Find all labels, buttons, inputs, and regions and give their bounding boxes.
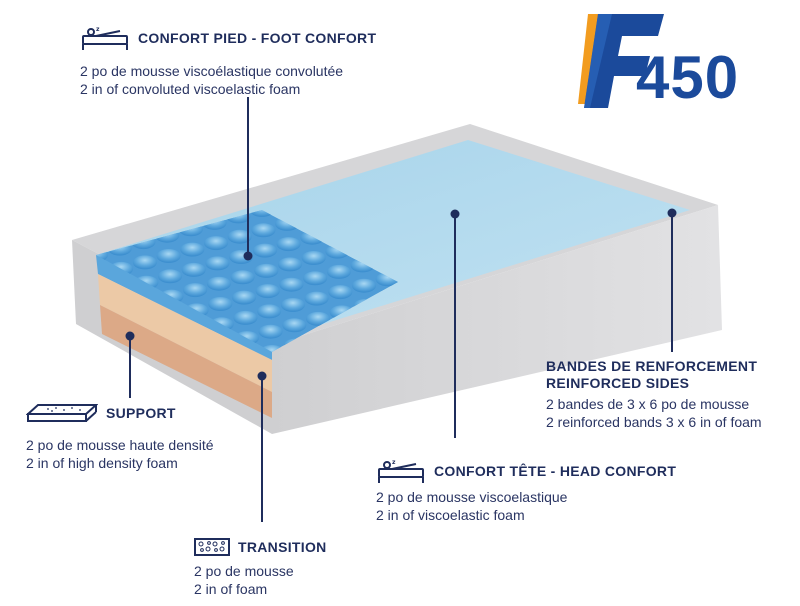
callout-transition-line-en: 2 in of foam bbox=[194, 581, 268, 597]
callout-foot-title: CONFORT PIED - FOOT CONFORT bbox=[138, 30, 377, 46]
foam-bump bbox=[181, 262, 206, 277]
callout-transition-line-fr: 2 po de mousse bbox=[194, 563, 294, 579]
foam-bump bbox=[158, 269, 182, 284]
foam-bump bbox=[227, 229, 252, 244]
callout-dot-foot bbox=[243, 251, 253, 261]
transition-layer bbox=[98, 274, 272, 392]
callout-foot-line-fr: 2 po de mousse viscoélastique convolutée bbox=[80, 63, 344, 79]
callout-dot-support bbox=[125, 331, 135, 341]
foam-bump bbox=[232, 290, 256, 305]
foam-bump bbox=[132, 255, 157, 270]
brand-logo bbox=[578, 14, 778, 114]
svg-text:z: z bbox=[392, 459, 396, 466]
callout-support-title: SUPPORT bbox=[106, 405, 176, 421]
foam-bump bbox=[208, 297, 233, 311]
callout-head-line-fr: 2 po de mousse viscoelastique bbox=[376, 489, 568, 505]
callout-support-line-fr: 2 po de mousse haute densité bbox=[26, 437, 214, 453]
callout-sides-line-en: 2 reinforced bands 3 x 6 in of foam bbox=[546, 414, 762, 430]
foam-bump bbox=[276, 237, 301, 252]
foam-bump bbox=[206, 276, 231, 291]
model-number: 450 bbox=[636, 44, 740, 111]
bed-icon: z bbox=[378, 459, 424, 483]
callout-foot-comfort: z CONFORT PIED - FOOT CONFORT 2 po de mo… bbox=[80, 25, 376, 98]
foam-bump bbox=[251, 223, 276, 238]
foam-bump bbox=[282, 318, 307, 333]
svg-text:z: z bbox=[96, 26, 100, 33]
f-letter-logo bbox=[578, 14, 664, 108]
foam-bump bbox=[279, 277, 304, 292]
foam-bump bbox=[156, 249, 181, 263]
callout-head-line-en: 2 in of viscoelastic foam bbox=[376, 507, 525, 523]
foam-bump bbox=[258, 324, 283, 339]
foam-bump bbox=[180, 242, 205, 257]
callout-head-title: CONFORT TÊTE - HEAD CONFORT bbox=[434, 463, 677, 479]
foam-bump bbox=[204, 236, 228, 251]
mattress-right-side bbox=[272, 205, 722, 434]
foam-bump bbox=[260, 345, 284, 352]
foam-bump bbox=[230, 270, 255, 285]
callout-sides-title-fr: BANDES DE RENFORCEMENT bbox=[546, 358, 758, 374]
convoluted-foam-edge bbox=[96, 255, 272, 360]
foam-bump bbox=[280, 298, 305, 312]
foam-bump bbox=[278, 257, 302, 272]
foam-bump bbox=[205, 256, 230, 271]
foam-block-icon bbox=[26, 404, 98, 422]
foam-bump bbox=[255, 284, 280, 299]
callout-reinforced-sides: BANDES DE RENFORCEMENT REINFORCED SIDES … bbox=[546, 358, 762, 431]
callout-dot-sides bbox=[667, 208, 677, 218]
foam-bump bbox=[252, 243, 277, 258]
foam-bump bbox=[304, 291, 329, 306]
callout-sides-line-fr: 2 bandes de 3 x 6 po de mousse bbox=[546, 396, 750, 412]
callout-sides-title-en: REINFORCED SIDES bbox=[546, 375, 690, 391]
callout-head-comfort: z CONFORT TÊTE - HEAD CONFORT 2 po de mo… bbox=[376, 458, 676, 524]
callout-dot-transition bbox=[257, 371, 267, 381]
callout-transition: TRANSITION 2 po de mousse 2 in of foam bbox=[194, 538, 327, 598]
callout-dot-head bbox=[450, 209, 460, 219]
foam-bump bbox=[303, 271, 328, 286]
callout-transition-title: TRANSITION bbox=[238, 539, 327, 555]
foam-bump bbox=[254, 263, 279, 278]
callout-foot-line-en: 2 in of convoluted viscoelastic foam bbox=[80, 81, 301, 97]
callout-support-line-en: 2 in of high density foam bbox=[26, 455, 178, 471]
foam-bump bbox=[233, 310, 258, 325]
foam-bump bbox=[306, 311, 330, 326]
foam-bump bbox=[352, 278, 376, 293]
foam-bump bbox=[183, 283, 208, 298]
callout-support: SUPPORT 2 po de mousse haute densité 2 i… bbox=[26, 402, 214, 472]
foam-texture-icon bbox=[194, 538, 230, 556]
foam-bump bbox=[250, 210, 274, 217]
bed-icon: z bbox=[82, 26, 128, 50]
foam-bump bbox=[328, 285, 353, 300]
foam-bump bbox=[257, 304, 282, 319]
foam-bump bbox=[326, 264, 351, 279]
support-layer bbox=[100, 305, 272, 418]
foam-bump bbox=[301, 251, 326, 265]
